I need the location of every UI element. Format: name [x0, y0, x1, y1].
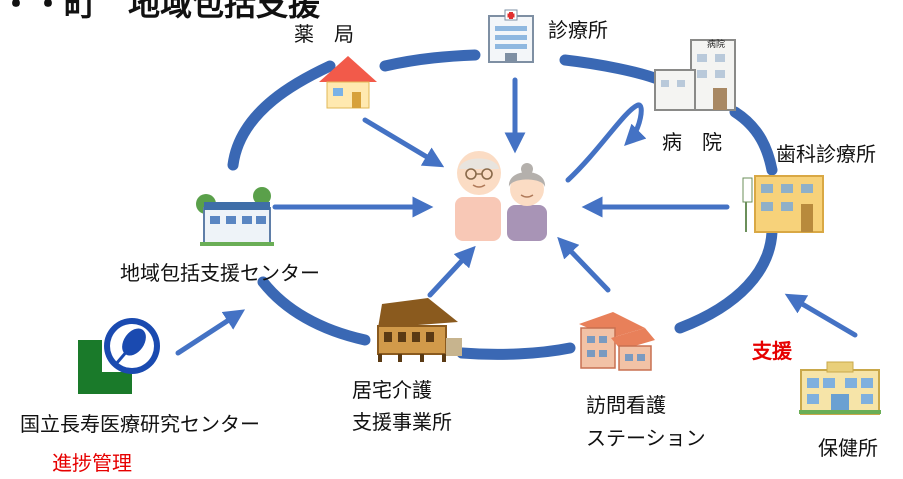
hospital-sign: 病院: [707, 40, 726, 50]
arrow-pharmacy: [362, 117, 445, 168]
ncgg-node: [70, 316, 162, 402]
ring-segment-right-upper: [729, 106, 778, 176]
support-label: 支援: [752, 339, 792, 363]
ring-segment-top-left: [379, 49, 481, 72]
pharmacy-house-icon: [319, 56, 377, 109]
ring-segment-bottom-left: [257, 276, 371, 346]
health-center-building-icon: [799, 361, 881, 415]
community-center-building-icon: [196, 187, 274, 246]
visiting-nurse-station-icon: [579, 312, 655, 371]
dental-node: [741, 170, 827, 240]
visiting-nurse-node: [575, 310, 657, 378]
elderly-couple-icon: [455, 151, 547, 241]
care-office-house-icon: [377, 298, 462, 362]
pharmacy-node: [315, 52, 381, 116]
clinic-node: [483, 8, 539, 68]
arrow-care-office: [427, 245, 476, 298]
health-center-label: 保健所: [818, 436, 878, 460]
arrow-visiting-nurse: [557, 236, 611, 293]
care-office-label-line2: 支援事業所: [352, 410, 452, 434]
hospital-label: 病 院: [662, 130, 722, 154]
hospital-building-icon: [654, 39, 736, 111]
arrow-hospital: [565, 102, 647, 183]
ring-segment-top-right: [559, 54, 666, 86]
progress-management-label: 進捗管理: [52, 451, 132, 475]
care-office-node: [368, 298, 464, 368]
health-center-node: [797, 360, 883, 420]
visiting-nurse-label-line1: 訪問看護: [586, 393, 666, 417]
community-center-label: 地域包括支援センター: [120, 261, 320, 285]
dental-label: 歯科診療所: [776, 142, 876, 166]
clinic-label: 診療所: [548, 18, 608, 42]
page-title: ・・町 地域包括支援: [0, 0, 321, 23]
clinic-building-icon: [488, 9, 534, 63]
ring-segment-left-upper: [227, 60, 336, 171]
ncgg-logo-icon: [78, 318, 160, 394]
care-office-label-line1: 居宅介護: [352, 378, 432, 402]
visiting-nurse-label-line2: ステーション: [586, 426, 706, 450]
ring-segment-right-lower: [674, 226, 778, 334]
pharmacy-label: 薬 局: [294, 22, 354, 46]
ncgg-label: 国立長寿医療研究センター: [20, 412, 260, 436]
ring-segment-bottom-right: [456, 342, 576, 360]
hospital-node: 病院: [651, 34, 741, 118]
arrow-ncgg: [175, 309, 246, 356]
support-arrows: [175, 77, 858, 356]
dental-building-icon: [742, 175, 824, 233]
arrow-health-center: [784, 293, 858, 338]
elderly-couple-node: [447, 143, 555, 245]
community-center-node: [196, 186, 276, 252]
network-ring: [227, 49, 778, 360]
